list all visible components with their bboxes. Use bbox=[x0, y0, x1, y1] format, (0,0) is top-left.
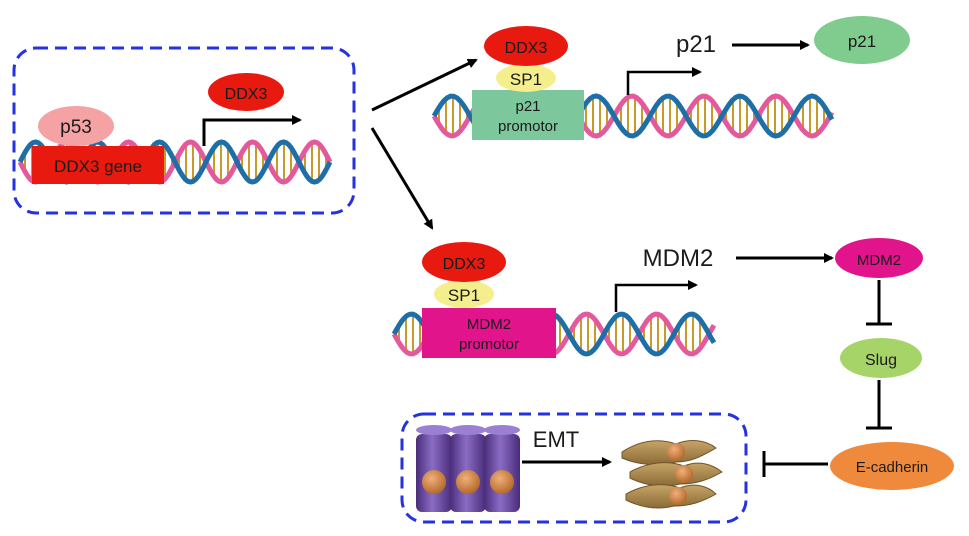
ddx3-transcription-arrow bbox=[202, 115, 302, 146]
mesenchymal-cells bbox=[621, 440, 723, 509]
p21-promotor-label-1: p21 bbox=[515, 98, 540, 115]
branch-arrow-mdm2 bbox=[370, 127, 434, 230]
sp1-oval-mdm2 bbox=[434, 280, 494, 308]
slug-label: Slug bbox=[865, 352, 897, 369]
mdm2-transcript-label: MDM2 bbox=[643, 245, 714, 272]
sp1-label-mdm2: SP1 bbox=[448, 286, 480, 305]
sp1-label-p21: SP1 bbox=[510, 70, 542, 89]
ecadherin-label: E-cadherin bbox=[856, 459, 929, 476]
ddx3-oval-mdm2 bbox=[422, 242, 506, 282]
ddx3-gene-box bbox=[32, 146, 164, 184]
mdm2-promotor-label-1: MDM2 bbox=[467, 316, 511, 333]
p53-oval bbox=[38, 106, 114, 146]
sp1-oval-p21 bbox=[496, 64, 556, 92]
p21-transcription-arrow bbox=[626, 67, 702, 95]
p21-protein-oval bbox=[814, 16, 910, 64]
p21-promotor-box bbox=[472, 90, 584, 140]
emt-label: EMT bbox=[533, 427, 579, 452]
mdm2-promotor-box bbox=[422, 308, 556, 358]
epithelial-cells bbox=[416, 425, 520, 512]
mdm2-protein-label: MDM2 bbox=[857, 252, 901, 269]
ddx3-gene-label: DDX3 gene bbox=[54, 157, 142, 176]
ddx3-product-label: DDX3 bbox=[225, 86, 268, 103]
ecadherin-oval bbox=[830, 442, 954, 490]
ddx3-label-p21: DDX3 bbox=[505, 40, 548, 57]
slug-oval bbox=[840, 338, 922, 378]
p21-promotor-label-2: promotor bbox=[498, 118, 558, 135]
emt-dashed-frame bbox=[400, 412, 748, 524]
gene-dashed-frame bbox=[12, 46, 356, 215]
ddx3-oval-p21 bbox=[484, 26, 568, 66]
p53-label: p53 bbox=[60, 117, 92, 138]
p21-protein-label: p21 bbox=[848, 32, 876, 51]
branch-arrow-p21 bbox=[371, 58, 478, 112]
mdm2-transcription-arrow bbox=[614, 280, 698, 312]
p21-transcript-label: p21 bbox=[676, 31, 716, 58]
ddx3-label-mdm2: DDX3 bbox=[443, 256, 486, 273]
ddx3-product-oval bbox=[208, 73, 284, 111]
mdm2-protein-oval bbox=[835, 238, 923, 278]
mdm2-promotor-label-2: promotor bbox=[459, 336, 519, 353]
